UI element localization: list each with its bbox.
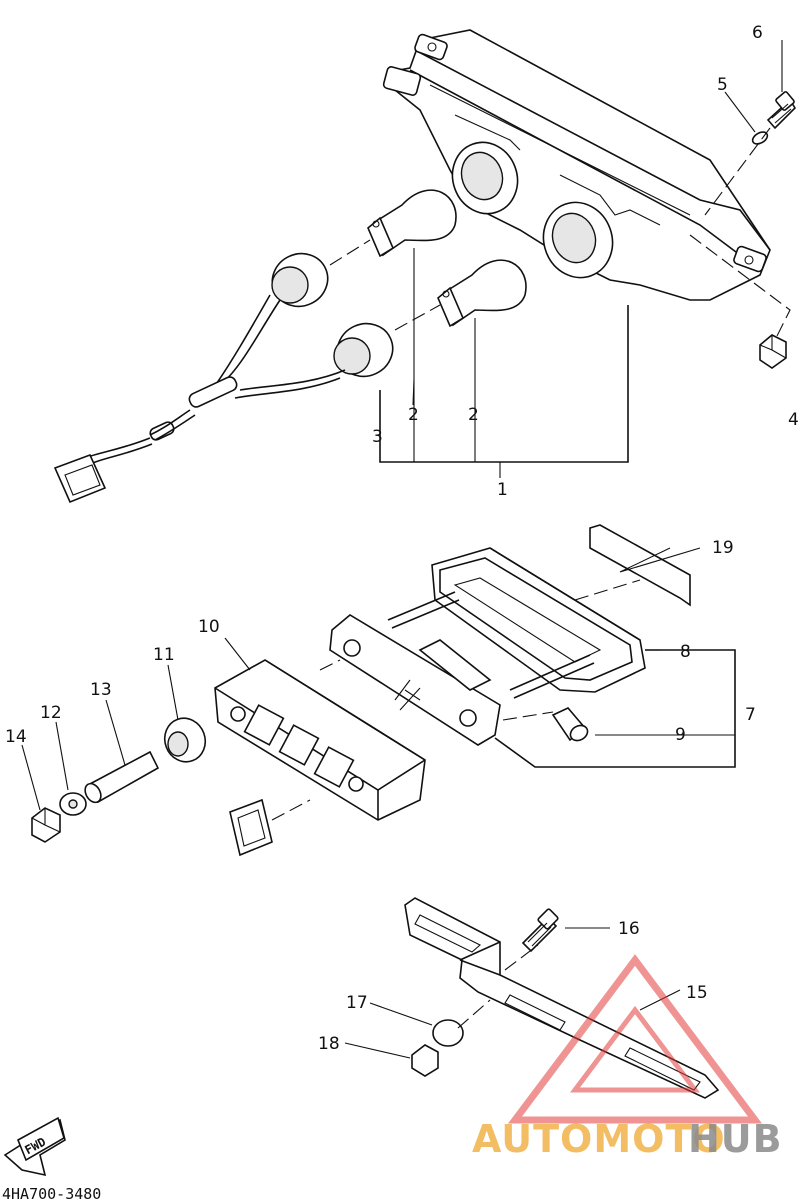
part-label-5: 5 — [717, 75, 728, 95]
part-label-18: 18 — [318, 1034, 340, 1054]
part-label-16: 16 — [618, 919, 640, 939]
grommet-11 — [163, 717, 207, 763]
bulb-9 — [551, 707, 589, 742]
part-label-1: 1 — [497, 480, 508, 500]
socket-harness-3 — [53, 252, 394, 504]
part-label-15: 15 — [686, 983, 708, 1003]
watermark-logo-icon — [508, 954, 762, 1124]
nut-4 — [759, 334, 787, 369]
tail-light-housing — [382, 29, 771, 301]
part-label-10: 10 — [198, 617, 220, 637]
part-label-3: 3 — [372, 427, 383, 447]
part-label-6: 6 — [752, 23, 763, 43]
lens-strip-19 — [589, 524, 691, 607]
part-label-8: 8 — [680, 642, 691, 662]
part-label-7: 7 — [745, 705, 756, 725]
light-housing-10 — [214, 659, 426, 821]
washer-12 — [59, 792, 87, 816]
gasket-plate — [329, 614, 501, 746]
bracket-15 — [404, 897, 720, 1099]
part-label-17: 17 — [346, 993, 368, 1013]
license-lens-8 — [431, 547, 646, 693]
nut-18 — [411, 1044, 439, 1077]
washer-17 — [432, 1019, 464, 1047]
bolt-6 — [766, 91, 797, 130]
bulb-2a — [367, 189, 457, 258]
connector-10 — [229, 798, 311, 857]
washer-5 — [751, 131, 769, 145]
part-label-11: 11 — [153, 645, 175, 665]
part-label-9: 9 — [675, 725, 686, 745]
watermark-text-a: AUTOMOTO — [472, 1117, 726, 1161]
bolt-16 — [521, 908, 559, 953]
watermark-text-b: HUB — [688, 1117, 783, 1161]
part-label-13: 13 — [90, 680, 112, 700]
part-label-19: 19 — [712, 538, 734, 558]
collar-13 — [84, 750, 160, 804]
part-label-14: 14 — [5, 727, 27, 747]
nut-14 — [31, 807, 61, 843]
part-label-2a: 2 — [408, 405, 419, 425]
watermark-text: AUTOMOTO HUB — [472, 1117, 783, 1161]
part-label-2b: 2 — [468, 405, 479, 425]
diagram-code: 4HA700-3480 — [2, 1185, 101, 1203]
part-label-12: 12 — [40, 703, 62, 723]
long-screws — [387, 591, 595, 699]
part-label-4: 4 — [788, 410, 799, 430]
bulb-2b — [437, 259, 527, 328]
fwd-arrow-icon: FWD — [3, 1116, 66, 1177]
